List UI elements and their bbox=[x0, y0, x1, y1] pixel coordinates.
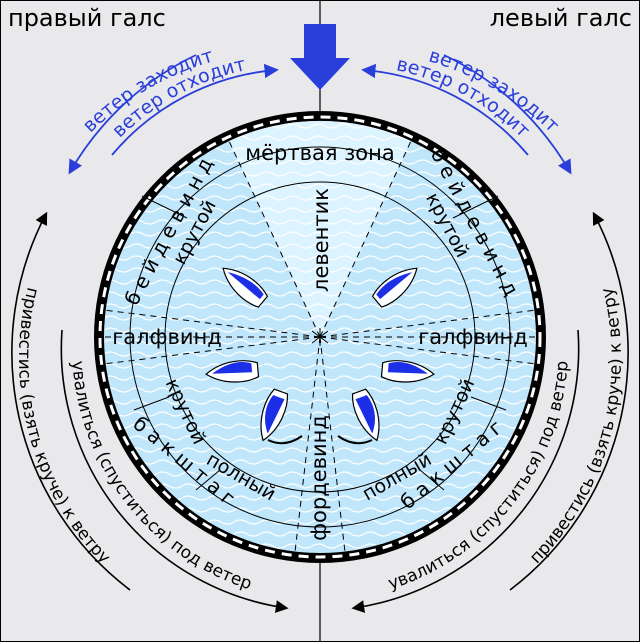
sailboat-icon bbox=[222, 267, 269, 308]
fordevind-label: фордевинд bbox=[307, 415, 331, 541]
wind-arrow-icon bbox=[290, 24, 350, 90]
sector-boundaries bbox=[103, 140, 537, 553]
levantik-label: левентик bbox=[309, 188, 333, 292]
sailboat-icon bbox=[205, 360, 260, 383]
galfvind-left-label: галфвинд bbox=[112, 325, 222, 349]
maneuver-arrows-right bbox=[351, 211, 629, 613]
galfvind-right-label: галфвинд bbox=[418, 325, 528, 349]
starboard-tack-label: правый галс bbox=[8, 4, 166, 32]
sailboat-icon bbox=[371, 267, 418, 308]
sailboat-icon bbox=[380, 360, 435, 383]
dead-zone-label: мёртвая зона bbox=[245, 141, 395, 165]
dead-zone-sector bbox=[229, 120, 411, 337]
maneuver-arrows-left bbox=[11, 211, 289, 613]
wind-shift-arrows-right bbox=[361, 54, 572, 175]
wind-shift-arrows-left bbox=[68, 54, 279, 175]
sailboat-icon bbox=[337, 388, 380, 445]
compass-rim-marks bbox=[98, 115, 542, 559]
center-mark bbox=[311, 328, 329, 346]
course-dividers bbox=[133, 195, 507, 491]
sailboat-icon bbox=[260, 388, 303, 445]
port-tack-label: левый галс bbox=[490, 4, 632, 32]
